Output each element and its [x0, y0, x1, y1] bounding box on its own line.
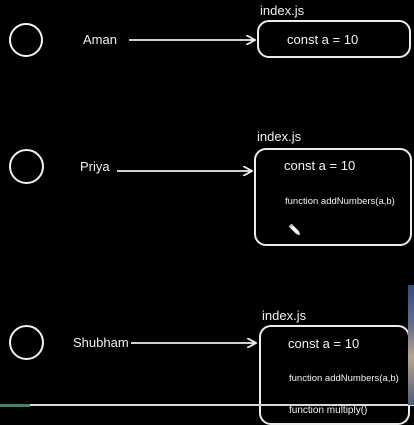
- code-line-priya-2: function addNumbers(a,b): [285, 196, 395, 207]
- filename-shubham: index.js: [262, 308, 307, 323]
- user-circle-shubham: [9, 325, 44, 360]
- filename-priya: index.js: [257, 129, 302, 144]
- filename-aman: index.js: [260, 3, 305, 18]
- code-line-shubham-3: function multiply(): [289, 405, 368, 416]
- webcam-thumbnail: [408, 285, 414, 405]
- user-name-aman: Aman: [83, 32, 117, 47]
- file-box-aman: [257, 20, 411, 58]
- progress-fill: [0, 404, 30, 407]
- progress-track[interactable]: [0, 404, 414, 406]
- pen-cursor-icon: [288, 223, 300, 235]
- code-line-aman-1: const a = 10: [287, 32, 359, 47]
- user-name-shubham: Shubham: [73, 335, 129, 350]
- file-box-priya: [254, 148, 412, 246]
- user-circle-priya: [9, 149, 44, 184]
- code-line-shubham-1: const a = 10: [288, 336, 360, 351]
- code-line-shubham-2: function addNumbers(a,b): [289, 373, 399, 384]
- user-circle-aman: [9, 23, 43, 57]
- user-name-priya: Priya: [80, 159, 110, 174]
- code-line-priya-1: const a = 10: [284, 158, 356, 173]
